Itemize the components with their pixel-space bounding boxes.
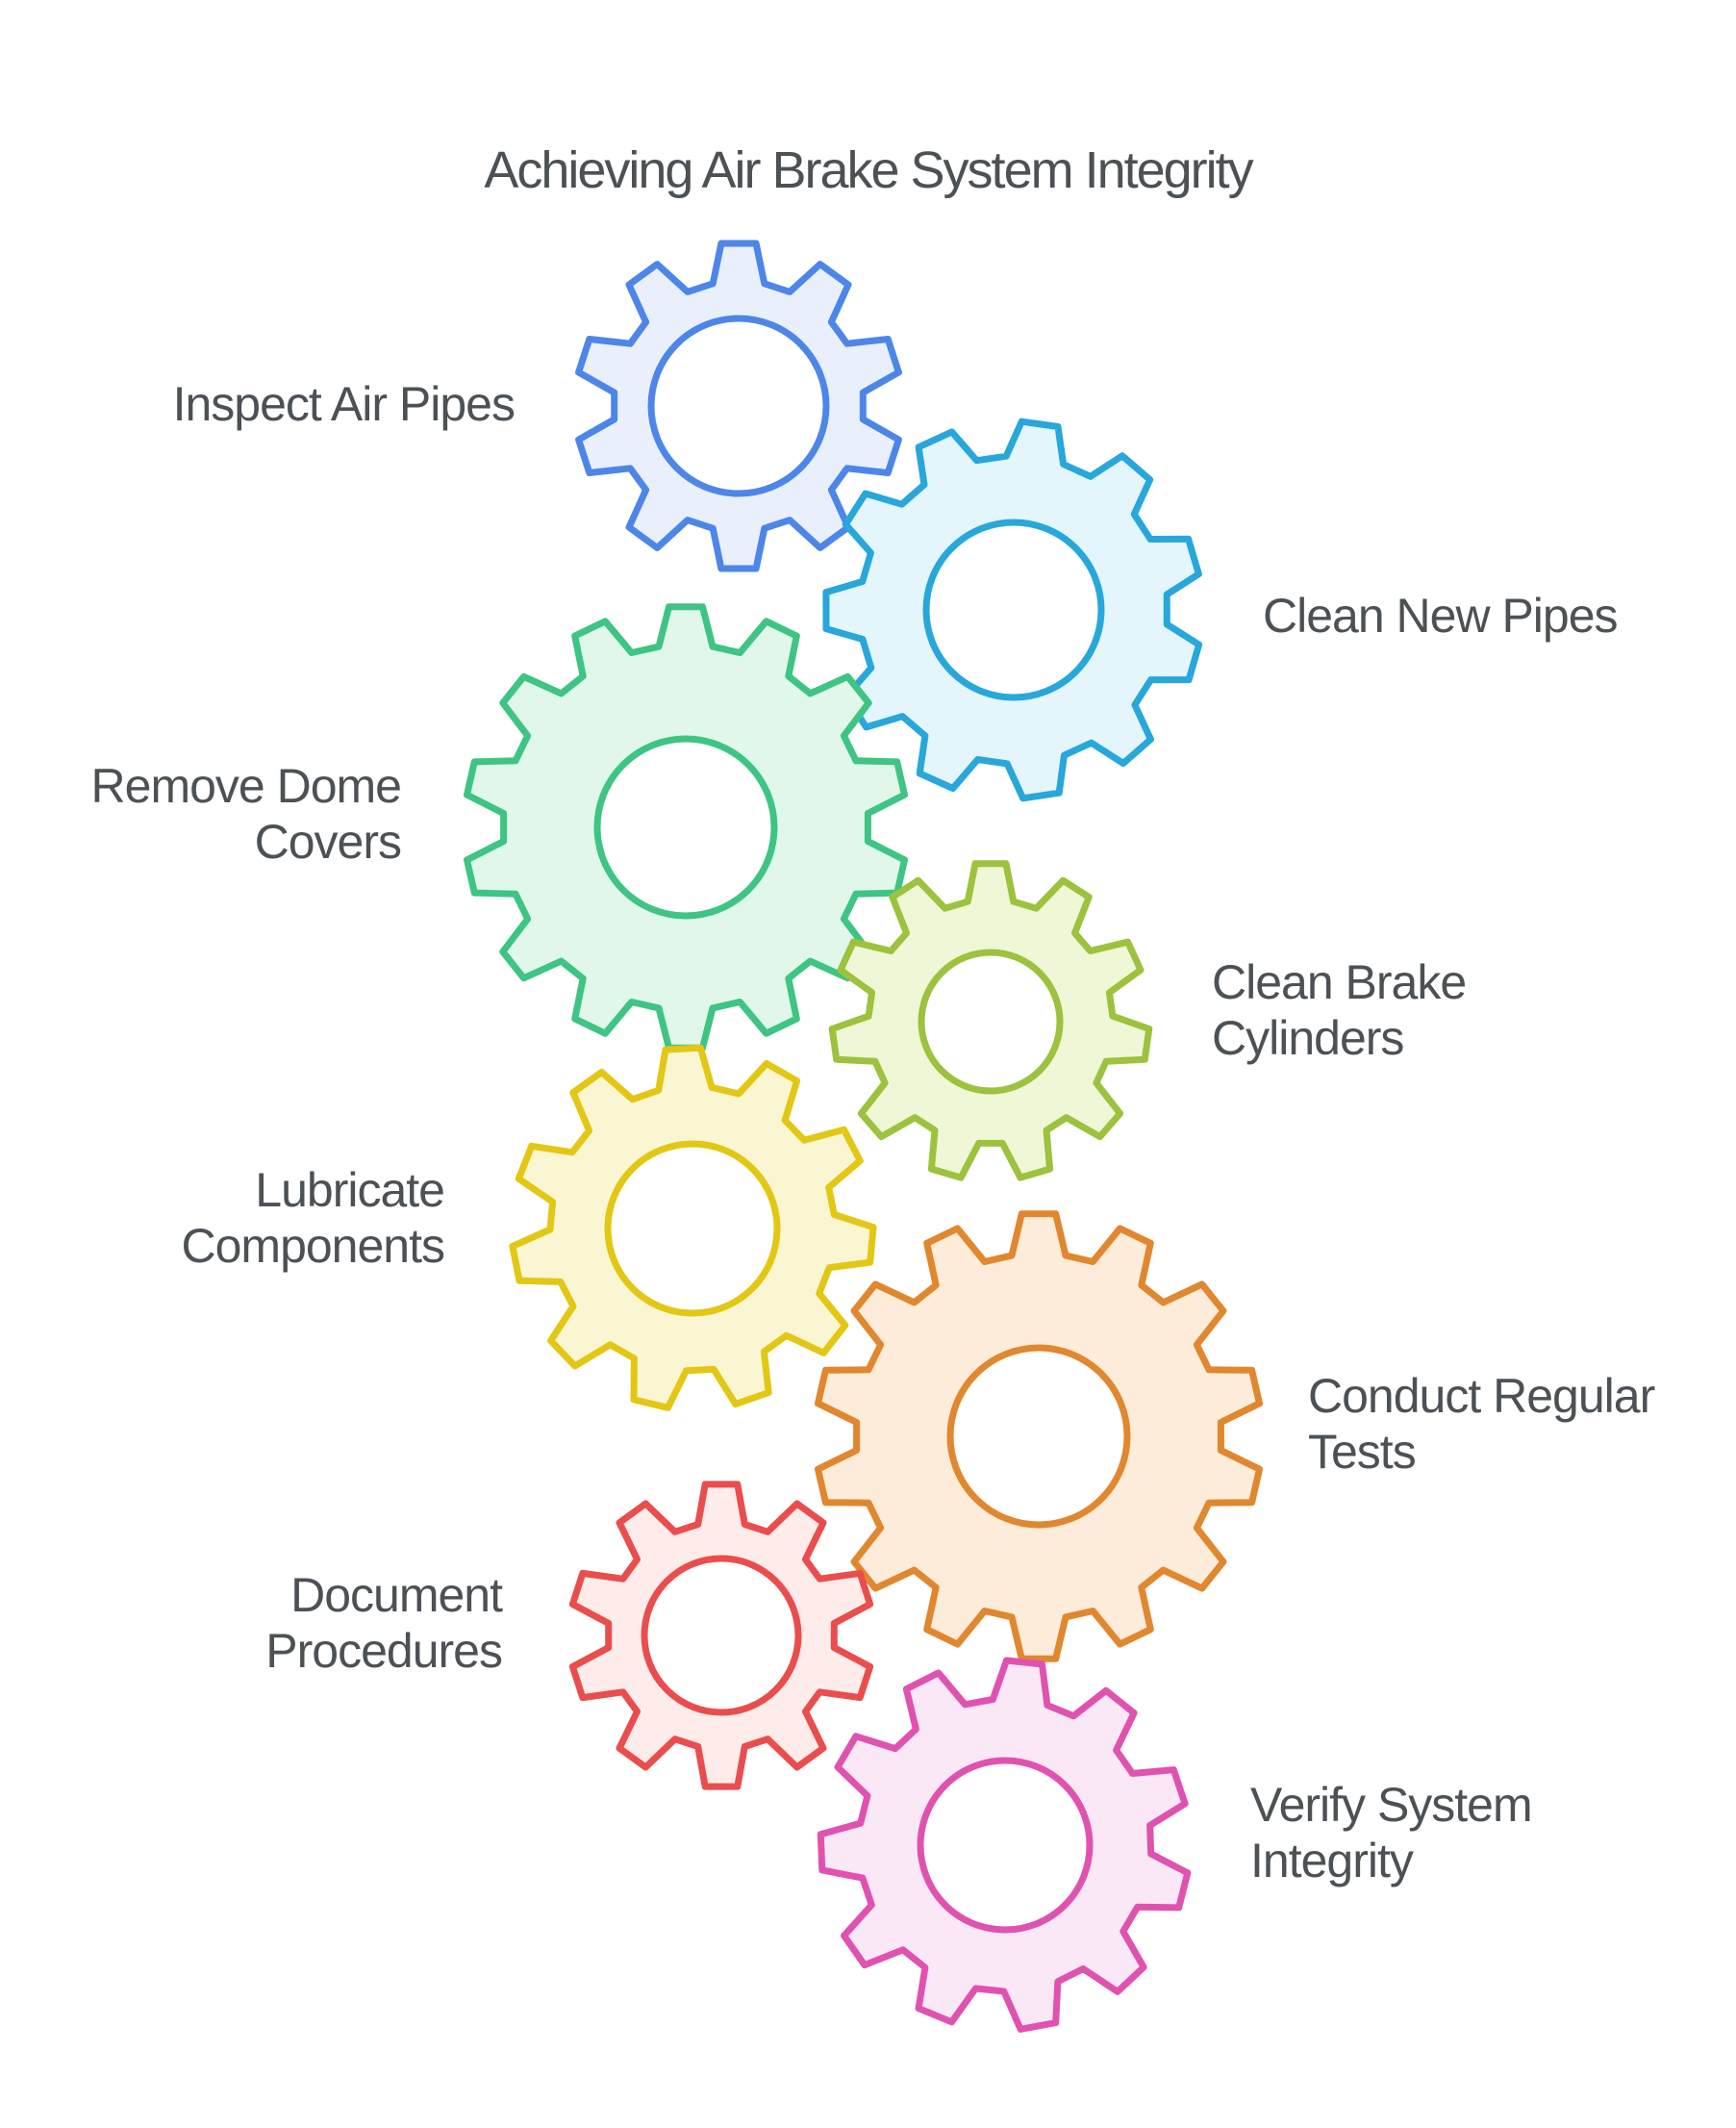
label-line: Cylinders: [1212, 1011, 1404, 1065]
gear-icon-step-3: [464, 603, 908, 1051]
gear-icon-step-6: [815, 1210, 1263, 1662]
gear-icon-step-1: [575, 240, 902, 572]
label-clean-brake-cylinders: Clean Brake Cylinders: [1212, 954, 1467, 1066]
label-line: Conduct Regular: [1308, 1369, 1655, 1423]
label-line: Covers: [254, 815, 402, 869]
label-verify-system-integrity: Verify System Integrity: [1250, 1777, 1533, 1888]
label-line: Procedures: [265, 1624, 503, 1678]
label-line: Clean New Pipes: [1263, 589, 1619, 643]
label-inspect-air-pipes: Inspect Air Pipes: [172, 376, 516, 432]
gear-icon-step-7: [568, 1481, 874, 1790]
label-line: Integrity: [1250, 1834, 1414, 1887]
page-title: Achieving Air Brake System Integrity: [484, 141, 1253, 199]
label-line: Lubricate: [255, 1163, 445, 1217]
gear-icon-step-4: [828, 860, 1153, 1181]
label-document-procedures: Document Procedures: [265, 1567, 503, 1679]
gear-icon-step-5: [509, 1044, 877, 1411]
gear-icon-step-2: [822, 418, 1203, 802]
label-line: Remove Dome: [90, 759, 402, 813]
label-line: Inspect Air Pipes: [172, 377, 516, 431]
label-line: Verify System: [1250, 1778, 1533, 1832]
label-conduct-regular-tests: Conduct Regular Tests: [1308, 1368, 1655, 1480]
label-clean-new-pipes: Clean New Pipes: [1263, 588, 1619, 644]
label-line: Document: [290, 1568, 503, 1622]
label-remove-dome-covers: Remove Dome Covers: [90, 758, 402, 870]
label-line: Components: [181, 1219, 445, 1273]
label-line: Clean Brake: [1212, 955, 1467, 1009]
label-lubricate-components: Lubricate Components: [182, 1162, 445, 1274]
label-line: Tests: [1308, 1425, 1417, 1479]
gear-icon-step-8: [817, 1657, 1192, 2033]
